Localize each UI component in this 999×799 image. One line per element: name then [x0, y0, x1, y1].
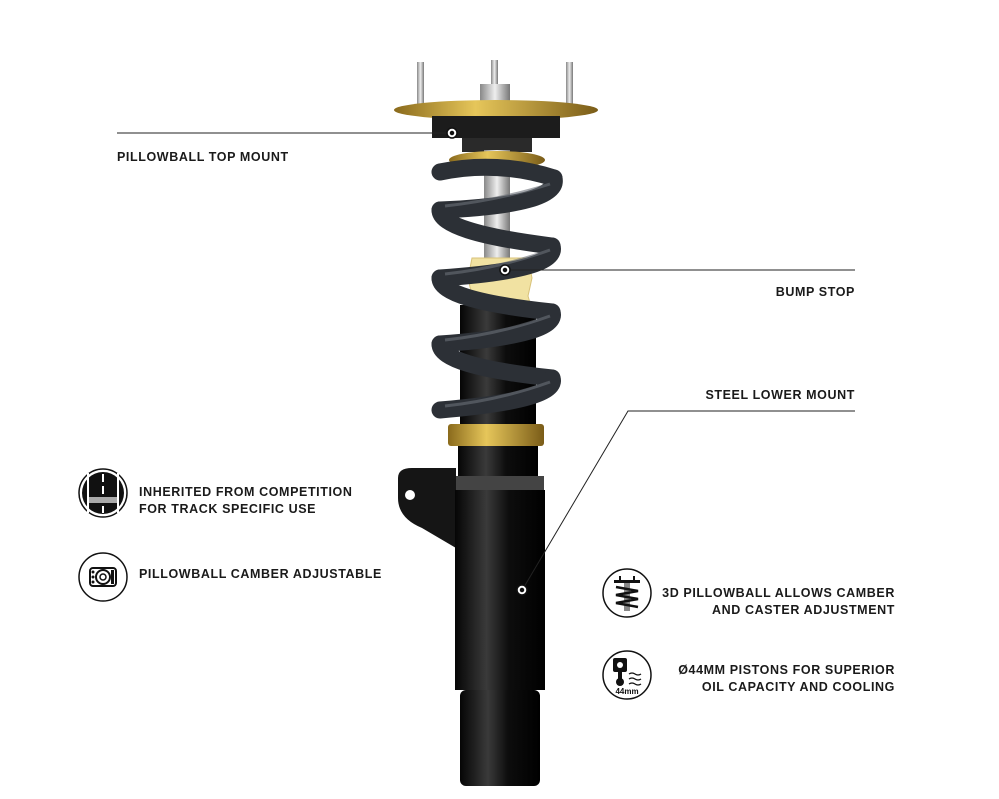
- feature-line: OIL CAPACITY AND COOLING: [701, 680, 895, 694]
- adjuster-collar: [448, 424, 544, 446]
- spring: [431, 158, 563, 419]
- coilover-icon: [602, 568, 652, 618]
- feature-line: INHERITED FROM COMPETITION: [139, 485, 353, 499]
- callout-lower-mount: STEEL LOWER MOUNT: [705, 388, 855, 402]
- pillowball-icon: [78, 552, 128, 602]
- feature-competition: INHERITED FROM COMPETITION FOR TRACK SPE…: [139, 484, 353, 518]
- feature-camber: PILLOWBALL CAMBER ADJUSTABLE: [139, 567, 382, 581]
- feature-44mm-pistons: Ø44MM PISTONS FOR SUPERIOR OIL CAPACITY …: [678, 662, 895, 696]
- mount-studs: [417, 60, 573, 107]
- piston-icon: 44mm: [602, 650, 652, 700]
- feature-line: FOR TRACK SPECIFIC USE: [139, 502, 317, 516]
- callout-markers: [446, 127, 528, 596]
- callout-lines: [117, 132, 855, 588]
- top-mount-plate: [394, 100, 598, 152]
- feature-3d-pillowball: 3D PILLOWBALL ALLOWS CAMBER AND CASTER A…: [662, 585, 895, 619]
- race-track-icon: [78, 468, 128, 518]
- feature-line: Ø44MM PISTONS FOR SUPERIOR: [678, 663, 895, 677]
- callout-top-mount: PILLOWBALL TOP MOUNT: [117, 150, 289, 164]
- feature-line: AND CASTER ADJUSTMENT: [712, 603, 895, 617]
- damper-body: [455, 490, 545, 690]
- piston-size-badge: 44mm: [615, 687, 638, 696]
- knuckle-bracket: [398, 468, 456, 548]
- callout-bump-stop: BUMP STOP: [775, 285, 855, 299]
- feature-line: 3D PILLOWBALL ALLOWS CAMBER: [662, 586, 895, 600]
